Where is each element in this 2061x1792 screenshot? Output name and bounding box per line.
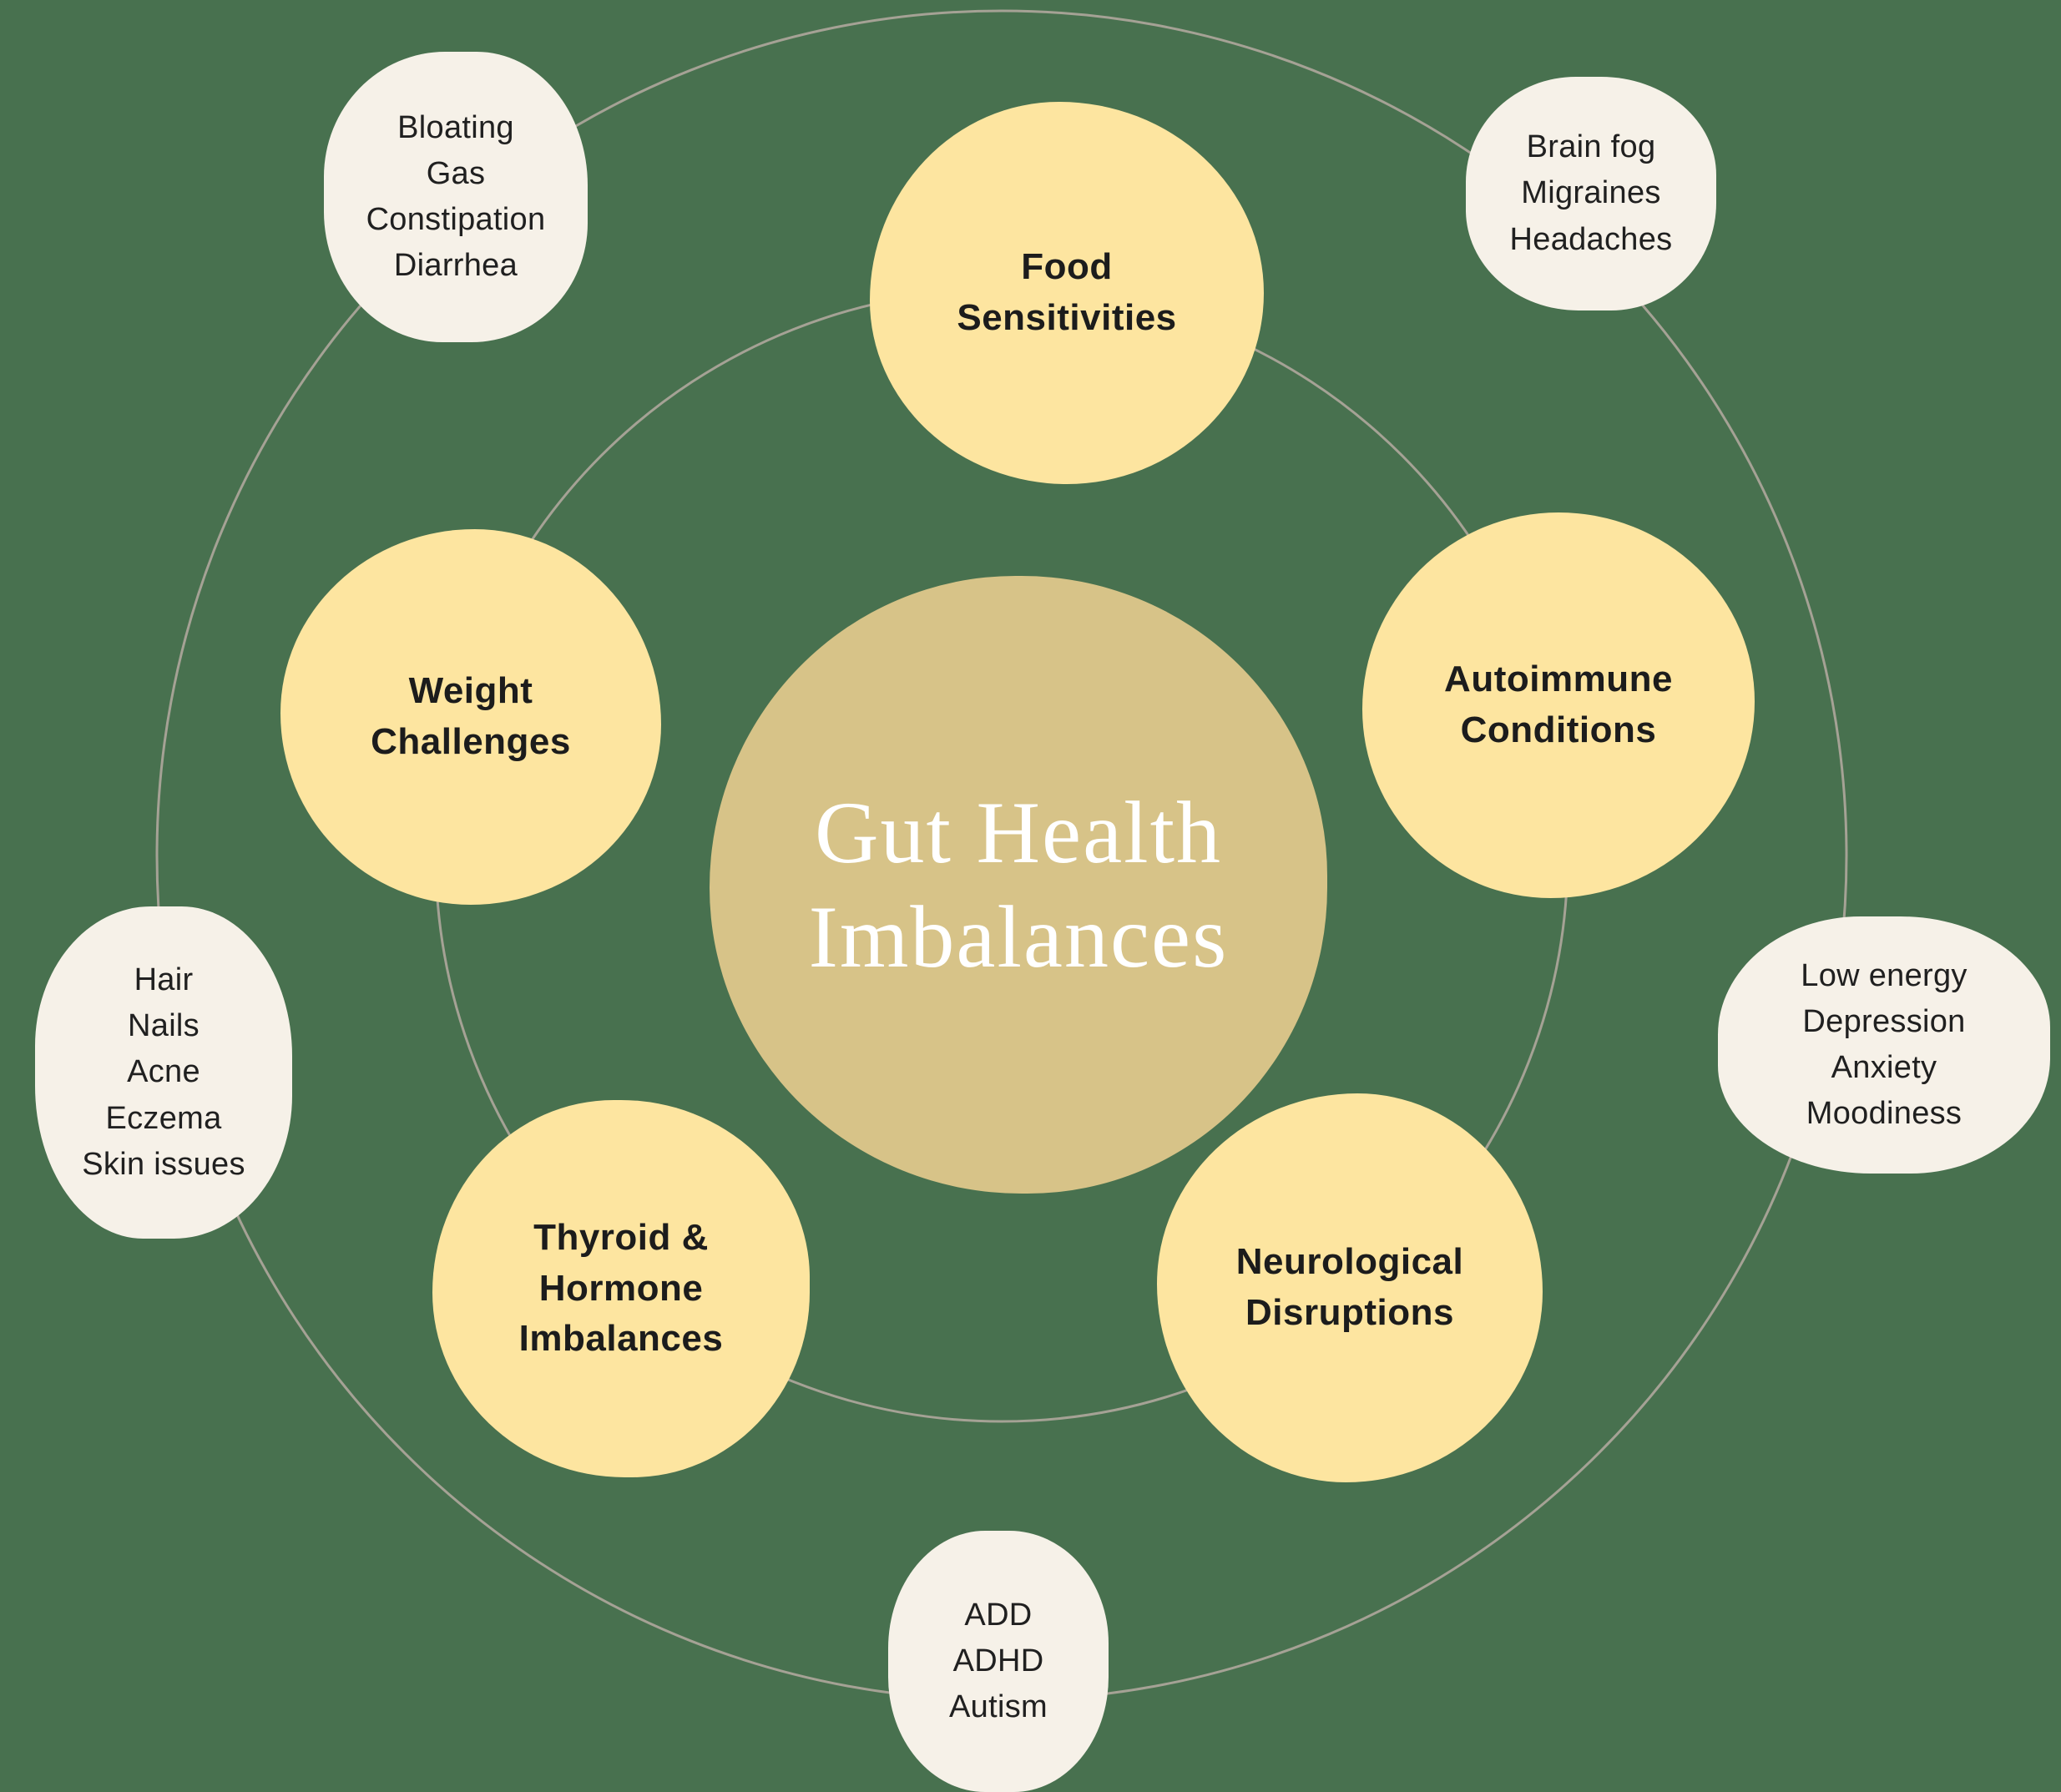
cause-label: FoodSensitivities — [957, 246, 1177, 338]
cause-node-thyroid-hormone-imbalances: Thyroid &HormoneImbalances — [432, 1100, 810, 1477]
symptom-blob-skin: HairNailsAcneEczemaSkin issues — [35, 906, 292, 1239]
cause-label: Thyroid &HormoneImbalances — [518, 1216, 724, 1360]
symptom-label: ADDADHDAutism — [949, 1597, 1048, 1725]
cause-label: WeightChallenges — [371, 670, 571, 762]
symptom-blob-digestive: BloatingGasConstipationDiarrhea — [324, 52, 588, 342]
cause-label: AutoimmuneConditions — [1444, 659, 1673, 750]
cause-label: NeurologicalDisruptions — [1235, 1241, 1464, 1333]
symptom-label: Brain fogMigrainesHeadaches — [1509, 129, 1673, 257]
center-title: Gut HealthImbalances — [808, 783, 1229, 986]
symptom-label: BloatingGasConstipationDiarrhea — [366, 109, 546, 284]
symptom-label: HairNailsAcneEczemaSkin issues — [82, 962, 245, 1182]
cause-node-food-sensitivities: FoodSensitivities — [870, 102, 1264, 484]
center-node: Gut HealthImbalances — [710, 576, 1327, 1194]
symptom-blob-mood: Low energyDepressionAnxietyMoodiness — [1718, 916, 2050, 1174]
symptom-blob-head: Brain fogMigrainesHeadaches — [1466, 77, 1716, 310]
symptom-blob-neurodevelopmental: ADDADHDAutism — [888, 1531, 1109, 1792]
cause-node-autoimmune-conditions: AutoimmuneConditions — [1362, 512, 1755, 898]
symptom-label: Low energyDepressionAnxietyMoodiness — [1801, 957, 1968, 1132]
cause-node-neurological-disruptions: NeurologicalDisruptions — [1157, 1093, 1543, 1482]
cause-node-weight-challenges: WeightChallenges — [280, 529, 661, 905]
